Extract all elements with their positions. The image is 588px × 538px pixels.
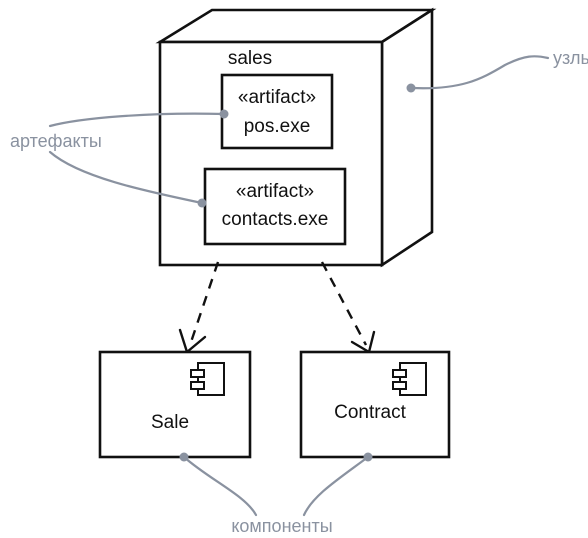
- callout-line: [302, 455, 370, 517]
- component-box: [98, 350, 252, 459]
- artifact-contacts-exe: «artifact» contacts.exe: [203, 167, 347, 246]
- component-contract: Contract: [299, 350, 451, 459]
- component-sale: Sale: [98, 350, 252, 459]
- callout-dot: [363, 452, 373, 462]
- artifact-box: [220, 73, 334, 150]
- callout-label: узлы: [553, 48, 588, 68]
- callout-line: [48, 112, 226, 128]
- artifact-stereotype: «artifact»: [238, 87, 316, 108]
- dependency-line: [188, 261, 220, 346]
- callout-label: артефакты: [10, 131, 102, 151]
- artifact-box: [203, 167, 347, 246]
- component-name: Contract: [334, 402, 407, 423]
- node-side-face: [380, 7, 434, 268]
- callout-dot: [406, 83, 416, 93]
- callout-label: компоненты: [231, 516, 332, 536]
- callout-line: [410, 55, 550, 90]
- component-icon: [190, 362, 225, 396]
- arrowhead-icon: [350, 330, 376, 354]
- callout-dot: [179, 452, 189, 462]
- callout-nodes: узлы: [406, 48, 588, 93]
- dependency-line: [320, 261, 368, 346]
- artifact-pos-exe: «artifact» pos.exe: [220, 73, 334, 150]
- component-icon: [392, 362, 427, 396]
- callout-line: [182, 455, 258, 517]
- artifact-stereotype: «artifact»: [236, 181, 314, 202]
- dependency-arrow-contract: [320, 261, 376, 354]
- callout-components: компоненты: [179, 452, 373, 536]
- arrowhead-icon: [178, 328, 207, 354]
- artifact-name: contacts.exe: [222, 209, 329, 230]
- callout-dot: [197, 198, 207, 208]
- callout-line: [48, 150, 204, 205]
- dependency-arrow-sale: [178, 261, 220, 354]
- callout-dot: [219, 109, 229, 119]
- callout-artifacts: артефакты: [10, 109, 229, 208]
- artifact-name: pos.exe: [244, 116, 311, 137]
- component-name: Sale: [151, 412, 189, 433]
- node-name: sales: [228, 48, 272, 69]
